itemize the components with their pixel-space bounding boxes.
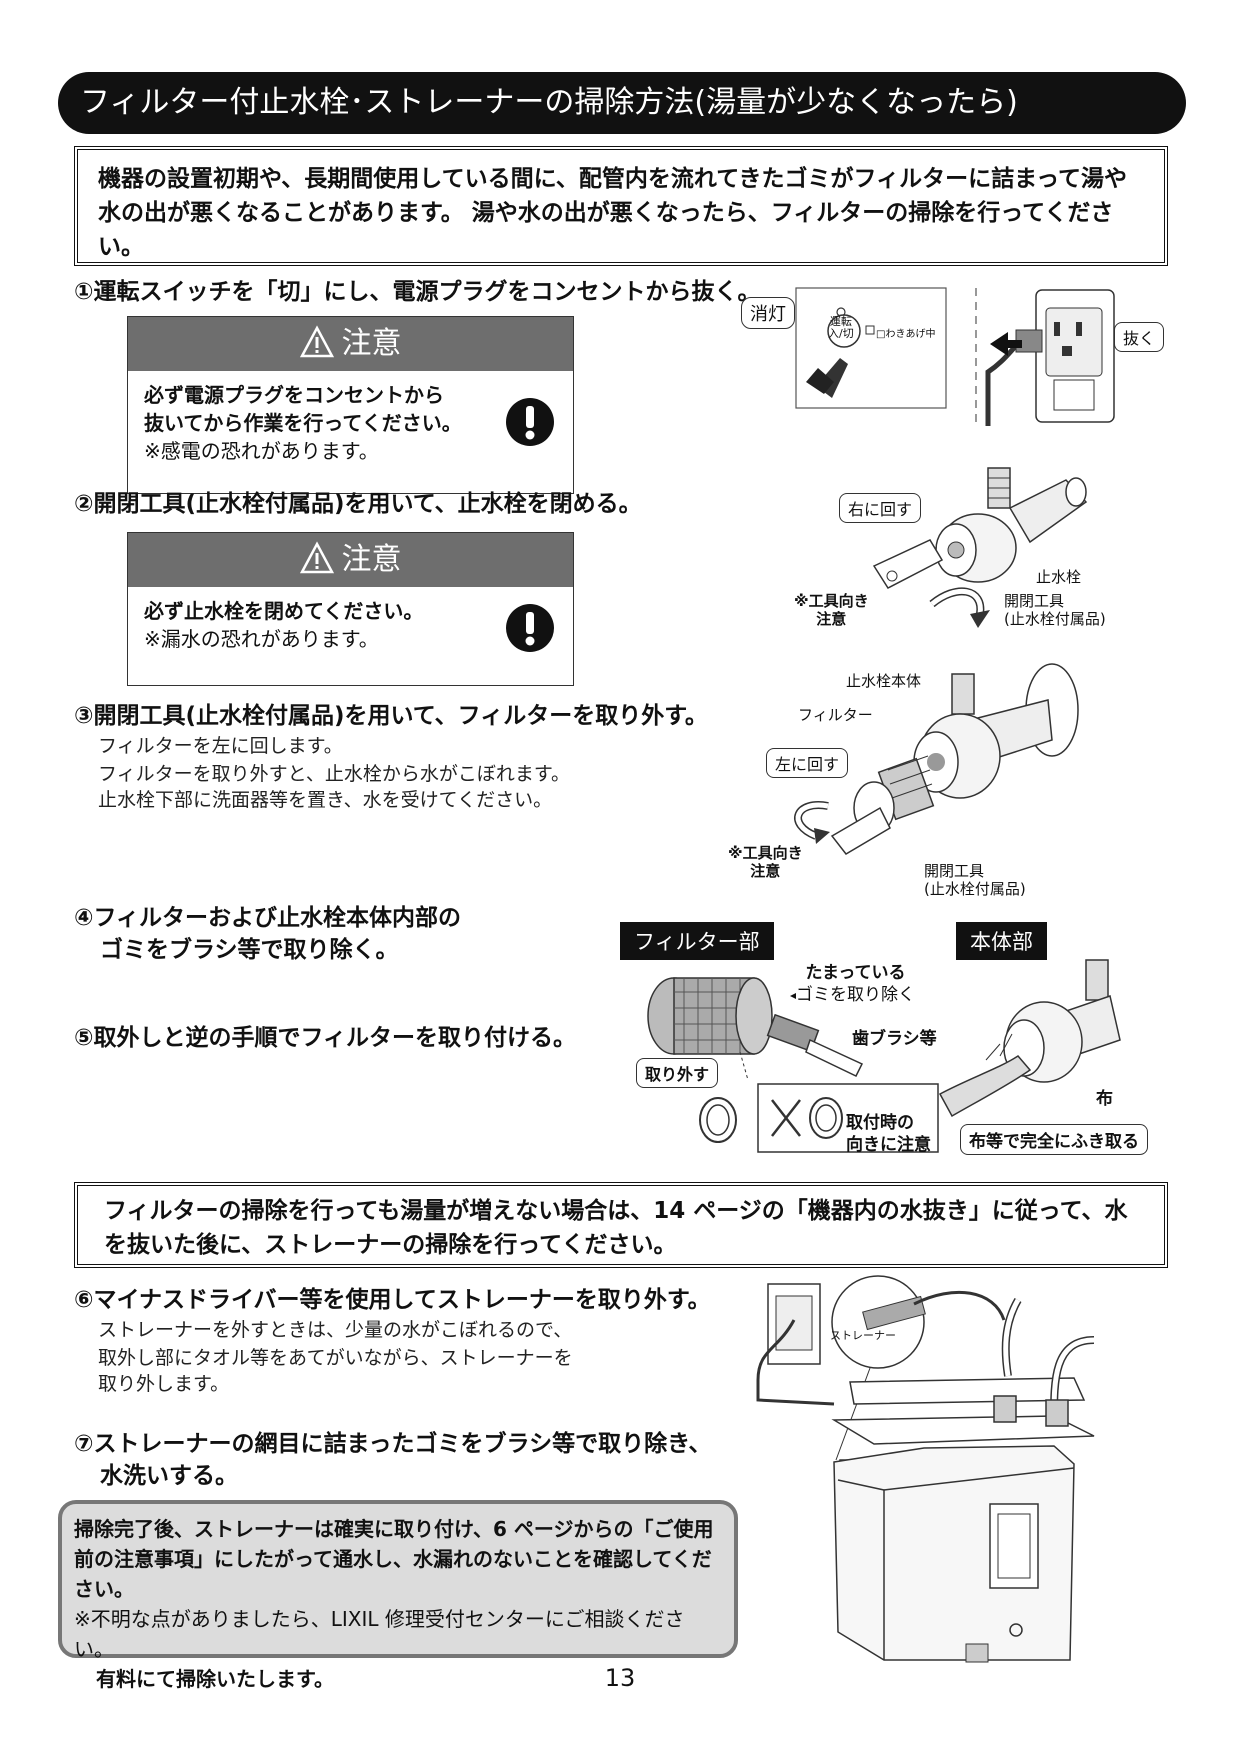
tool-direction-2-line-2: 注意 bbox=[750, 862, 781, 880]
tool-direction-note: ※工具向き 注意 bbox=[794, 592, 869, 628]
wipe-label: 布等で完全にふき取る bbox=[960, 1124, 1148, 1155]
caution-1-line-1: 必ず電源プラグをコンセントから bbox=[144, 383, 444, 407]
step-5: ⑤取外しと逆の手順でフィルターを取り付ける。 bbox=[74, 1025, 577, 1051]
step-6-sub-3: 取り外します。 bbox=[98, 1373, 230, 1395]
cleaning-figure bbox=[647, 959, 1121, 1153]
switch-label: 運転 入/切 bbox=[828, 316, 854, 340]
tool-direction-line-2: 注意 bbox=[816, 610, 847, 628]
warning-icon bbox=[299, 541, 334, 574]
filter-removal-figure bbox=[794, 663, 1079, 855]
caution-1-line-2: 抜いてから作業を行ってください。 bbox=[144, 411, 462, 435]
install-direction-label: 取付時の 向きに注意 bbox=[846, 1112, 931, 1156]
step-6-sub-1: ストレーナーを外すときは、少量の水がこぼれるので、 bbox=[98, 1319, 573, 1341]
caution-2-line-1: 必ず止水栓を閉めてください。 bbox=[144, 599, 424, 623]
step-7-line-2: 水洗いする。 bbox=[100, 1463, 238, 1489]
tool-direction-line-1: ※工具向き bbox=[794, 592, 869, 610]
caution-box-2: 注意 必ず止水栓を閉めてください。 ※漏水の恐れがあります。 bbox=[127, 532, 574, 686]
final-notice-line-2: ※不明な点がありましたら、LIXIL 修理受付センターにご相談ください。 bbox=[74, 1607, 685, 1661]
dirt-label-line-1: たまっている bbox=[805, 963, 906, 983]
strainer-note-box: フィルターの掃除を行っても湯量が増えない場合は、14 ページの「機器内の水抜き」… bbox=[74, 1182, 1168, 1268]
page-number: 13 bbox=[604, 1664, 636, 1692]
intro-text: 機器の設置初期や、長期間使用している間に、配管内を流れてきたゴミがフィルターに詰… bbox=[98, 166, 1128, 260]
valve-close-figure bbox=[872, 467, 1088, 628]
caution-2-line-2: ※漏水の恐れがあります。 bbox=[144, 627, 379, 651]
step-6: ⑥マイナスドライバー等を使用してストレーナーを取り外す。 bbox=[74, 1287, 711, 1313]
turn-right-label: 右に回す bbox=[839, 493, 922, 523]
tool-direction-note-2: ※工具向き 注意 bbox=[728, 844, 803, 880]
strainer-note-text: フィルターの掃除を行っても湯量が増えない場合は、14 ページの「機器内の水抜き」… bbox=[104, 1198, 1128, 1258]
tool-label-2: 開閉工具 bbox=[924, 862, 985, 880]
valve-label: 止水栓 bbox=[1036, 568, 1082, 586]
valve-body-label: 止水栓本体 bbox=[846, 672, 922, 690]
cloth-label: 布 bbox=[1096, 1089, 1113, 1109]
caution-box-1: 注意 必ず電源プラグをコンセントから 抜いてから作業を行ってください。 ※感電の… bbox=[127, 316, 574, 494]
switch-label-line-1: 運転 bbox=[829, 315, 852, 328]
water-heater-figure bbox=[756, 1275, 1095, 1663]
off-label: 消灯 bbox=[741, 297, 795, 329]
final-notice-line-1: 掃除完了後、ストレーナーは確実に取り付け、6 ページからの「ご使用前の注意事項」… bbox=[74, 1517, 714, 1601]
toothbrush-label: 歯ブラシ等 bbox=[852, 1029, 937, 1049]
tool-note-label: (止水栓付属品) bbox=[1004, 610, 1106, 628]
caution-header-1: 注意 bbox=[128, 317, 573, 371]
step-2: ②開閉工具(止水栓付属品)を用いて、止水栓を閉める。 bbox=[74, 491, 642, 517]
exclamation-icon bbox=[506, 398, 554, 446]
tool-direction-2-line-1: ※工具向き bbox=[728, 844, 803, 862]
filter-label: フィルター bbox=[798, 706, 873, 724]
exclamation-icon bbox=[506, 604, 554, 652]
install-direction-line-2: 向きに注意 bbox=[846, 1135, 931, 1155]
step-7-line-1: ⑦ストレーナーの網目に詰まったゴミをブラシ等で取り除き、 bbox=[74, 1431, 712, 1457]
turn-left-label: 左に回す bbox=[766, 748, 849, 778]
caution-title-2: 注意 bbox=[341, 542, 402, 577]
dirt-label: たまっている ゴミを取り除く bbox=[796, 962, 915, 1006]
remove-label: 取り外す bbox=[636, 1058, 719, 1088]
tool-label: 開閉工具 bbox=[1004, 592, 1065, 610]
dirt-label-line-2: ゴミを取り除く bbox=[796, 985, 915, 1005]
intro-box: 機器の設置初期や、長期間使用している間に、配管内を流れてきたゴミがフィルターに詰… bbox=[74, 146, 1168, 266]
body-part-tag: 本体部 bbox=[956, 922, 1047, 960]
switch-label-line-2: 入/切 bbox=[828, 327, 854, 340]
final-notice-box: 掃除完了後、ストレーナーは確実に取り付け、6 ページからの「ご使用前の注意事項」… bbox=[58, 1500, 738, 1691]
caution-body-1: 必ず電源プラグをコンセントから 抜いてから作業を行ってください。 ※感電の恐れが… bbox=[128, 371, 573, 493]
install-direction-line-1: 取付時の bbox=[846, 1113, 914, 1133]
step-1: ①運転スイッチを「切」にし、電源プラグをコンセントから抜く。 bbox=[74, 279, 761, 305]
step-3-sub-1: フィルターを左に回します。 bbox=[98, 735, 343, 757]
caution-1-line-3: ※感電の恐れがあります。 bbox=[144, 439, 379, 463]
step-3-sub-2: フィルターを取り外すと、止水栓から水がこぼれます。 bbox=[98, 763, 570, 785]
page-title: フィルター付止水栓･ストレーナーの掃除方法(湯量が少なくなったら) bbox=[58, 72, 1186, 134]
step-3-sub-3: 止水栓下部に洗面器等を置き、水を受けてください。 bbox=[98, 789, 553, 811]
strainer-label: ストレーナー bbox=[830, 1329, 896, 1342]
power-off-figure bbox=[795, 287, 1115, 426]
boiling-indicator-label: □わきあげ中 bbox=[876, 329, 936, 340]
caution-body-2: 必ず止水栓を閉めてください。 ※漏水の恐れがあります。 bbox=[128, 587, 573, 685]
caution-header-2: 注意 bbox=[128, 533, 573, 587]
step-6-sub-2: 取外し部にタオル等をあてがいながら、ストレーナーを bbox=[98, 1347, 573, 1369]
warning-icon bbox=[299, 325, 334, 358]
filter-part-tag: フィルター部 bbox=[620, 922, 774, 960]
step-4-line-2: ゴミをブラシ等で取り除く。 bbox=[100, 937, 399, 963]
step-3: ③開閉工具(止水栓付属品)を用いて、フィルターを取り外す。 bbox=[74, 703, 708, 729]
pull-label: 抜く bbox=[1114, 322, 1165, 352]
step-4-line-1: ④フィルターおよび止水栓本体内部の bbox=[74, 905, 462, 931]
caution-title-1: 注意 bbox=[341, 326, 402, 361]
tool-note-label-2: (止水栓付属品) bbox=[924, 880, 1026, 898]
final-notice-line-3: 有料にて掃除いたします。 bbox=[96, 1667, 334, 1691]
